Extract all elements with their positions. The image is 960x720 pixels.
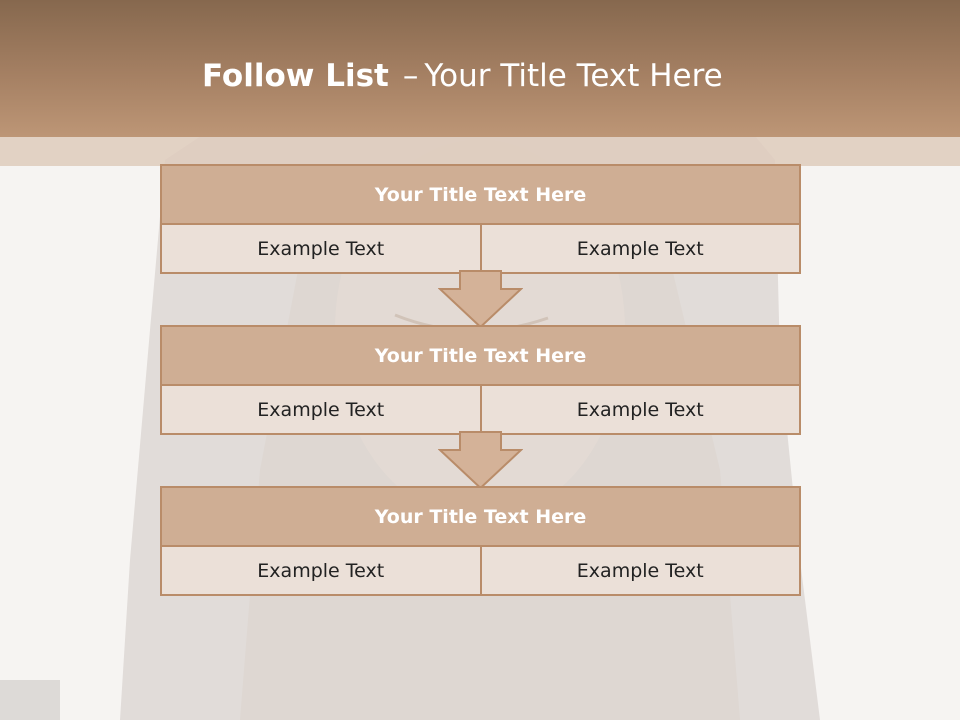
block-cell-left: Example Text: [162, 386, 480, 433]
block-title: Your Title Text Here: [162, 166, 799, 225]
title-rest: Your Title Text Here: [424, 58, 723, 94]
title-dash: –: [402, 58, 419, 94]
header-band: [0, 137, 960, 166]
down-arrow-icon: [438, 431, 523, 489]
down-arrow-icon: [438, 270, 523, 328]
block-title: Your Title Text Here: [162, 488, 799, 547]
title-bold: Follow List: [202, 58, 389, 94]
block-cell-right: Example Text: [479, 386, 799, 433]
block-cell-right: Example Text: [479, 225, 799, 272]
block-cell-right: Example Text: [479, 547, 799, 594]
block-title: Your Title Text Here: [162, 327, 799, 386]
slide-title: Follow List–Your Title Text Here: [202, 56, 723, 96]
list-block-1: Your Title Text Here Example Text Exampl…: [160, 164, 801, 274]
header-bar: [0, 0, 960, 137]
list-block-2: Your Title Text Here Example Text Exampl…: [160, 325, 801, 435]
block-cell-left: Example Text: [162, 225, 480, 272]
list-block-3: Your Title Text Here Example Text Exampl…: [160, 486, 801, 596]
block-cell-left: Example Text: [162, 547, 480, 594]
